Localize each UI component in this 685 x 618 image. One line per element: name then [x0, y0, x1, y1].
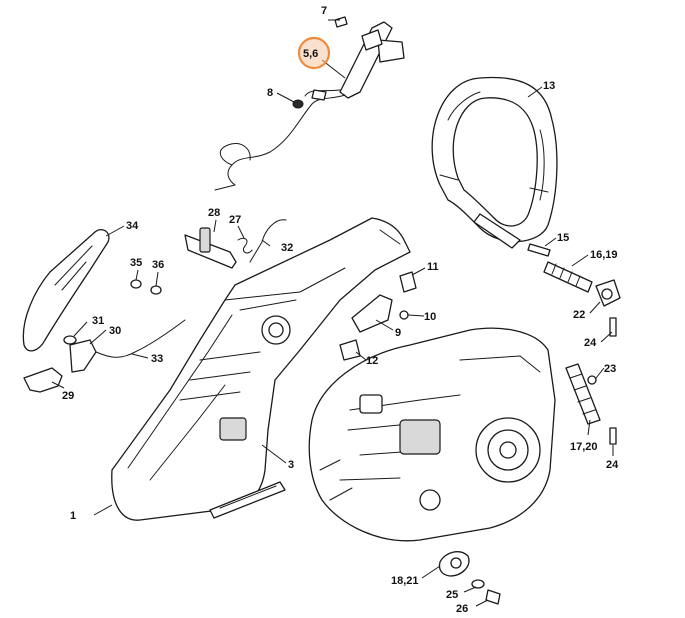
bolt-26 — [485, 589, 501, 605]
rear-handle-housing — [111, 217, 411, 521]
callout-10: 10 — [424, 311, 436, 323]
screw-23 — [587, 375, 597, 385]
screw-7 — [334, 16, 348, 28]
grommet-11 — [399, 271, 417, 293]
callout-7: 7 — [321, 5, 327, 17]
front-handle-bar — [431, 76, 558, 249]
callout-9: 9 — [395, 327, 401, 339]
nut-8 — [292, 99, 304, 109]
buffer-12 — [339, 339, 361, 361]
callout-16-19: 16,19 — [590, 249, 618, 261]
callout-5-6: 5,6 — [303, 48, 318, 60]
callout-23: 23 — [604, 363, 616, 375]
callout-1: 1 — [70, 510, 76, 522]
bracket-29 — [23, 367, 63, 393]
callout-18-21: 18,21 — [391, 575, 419, 587]
callout-33: 33 — [151, 353, 163, 365]
spring-31 — [63, 335, 77, 345]
screw-15 — [527, 243, 551, 257]
callout-24-bottom: 24 — [606, 459, 619, 471]
rod-32 — [249, 219, 287, 263]
screw-36 — [150, 285, 162, 295]
callout-36: 36 — [152, 259, 164, 271]
callout-26: 26 — [456, 603, 468, 615]
spring-16-19 — [543, 261, 593, 293]
callout-25: 25 — [446, 589, 458, 601]
shaft-28 — [184, 227, 237, 269]
plate-9 — [351, 294, 393, 333]
callout-13: 13 — [543, 80, 555, 92]
callout-34: 34 — [126, 220, 139, 232]
callout-12: 12 — [366, 355, 378, 367]
mount-22 — [595, 279, 621, 307]
lever-30 — [69, 339, 97, 373]
bolt-24-top — [609, 317, 617, 337]
callout-labels: 1 3 5,6 7 8 9 10 11 12 13 15 16,19 17,20… — [62, 5, 619, 615]
callout-22: 22 — [573, 309, 585, 321]
callout-29: 29 — [62, 390, 74, 402]
callout-31: 31 — [92, 315, 104, 327]
callout-28: 28 — [208, 207, 220, 219]
callout-8: 8 — [267, 87, 273, 99]
callout-highlight-circle — [297, 36, 331, 70]
callout-3: 3 — [288, 459, 294, 471]
callout-35: 35 — [130, 257, 142, 269]
bolt-24-bottom — [609, 427, 617, 445]
engine-assembly — [308, 327, 556, 542]
callout-32: 32 — [281, 242, 293, 254]
mount-18-21 — [438, 551, 470, 577]
callout-30: 30 — [109, 325, 121, 337]
decal-3 — [209, 481, 286, 519]
screw-10 — [399, 310, 409, 320]
spring-17-20 — [565, 363, 601, 425]
rear-cover-34 — [22, 228, 110, 352]
callout-27: 27 — [229, 214, 241, 226]
callout-11: 11 — [427, 261, 439, 273]
callout-17-20: 17,20 — [570, 441, 598, 453]
spring-27 — [237, 237, 253, 254]
screw-35 — [130, 279, 142, 289]
callout-24-top: 24 — [584, 337, 597, 349]
leader-lines — [51, 19, 614, 607]
washer-25 — [471, 579, 485, 589]
cable-33 — [95, 319, 186, 358]
throttle-cable-assembly — [214, 21, 405, 191]
callout-15: 15 — [557, 232, 569, 244]
